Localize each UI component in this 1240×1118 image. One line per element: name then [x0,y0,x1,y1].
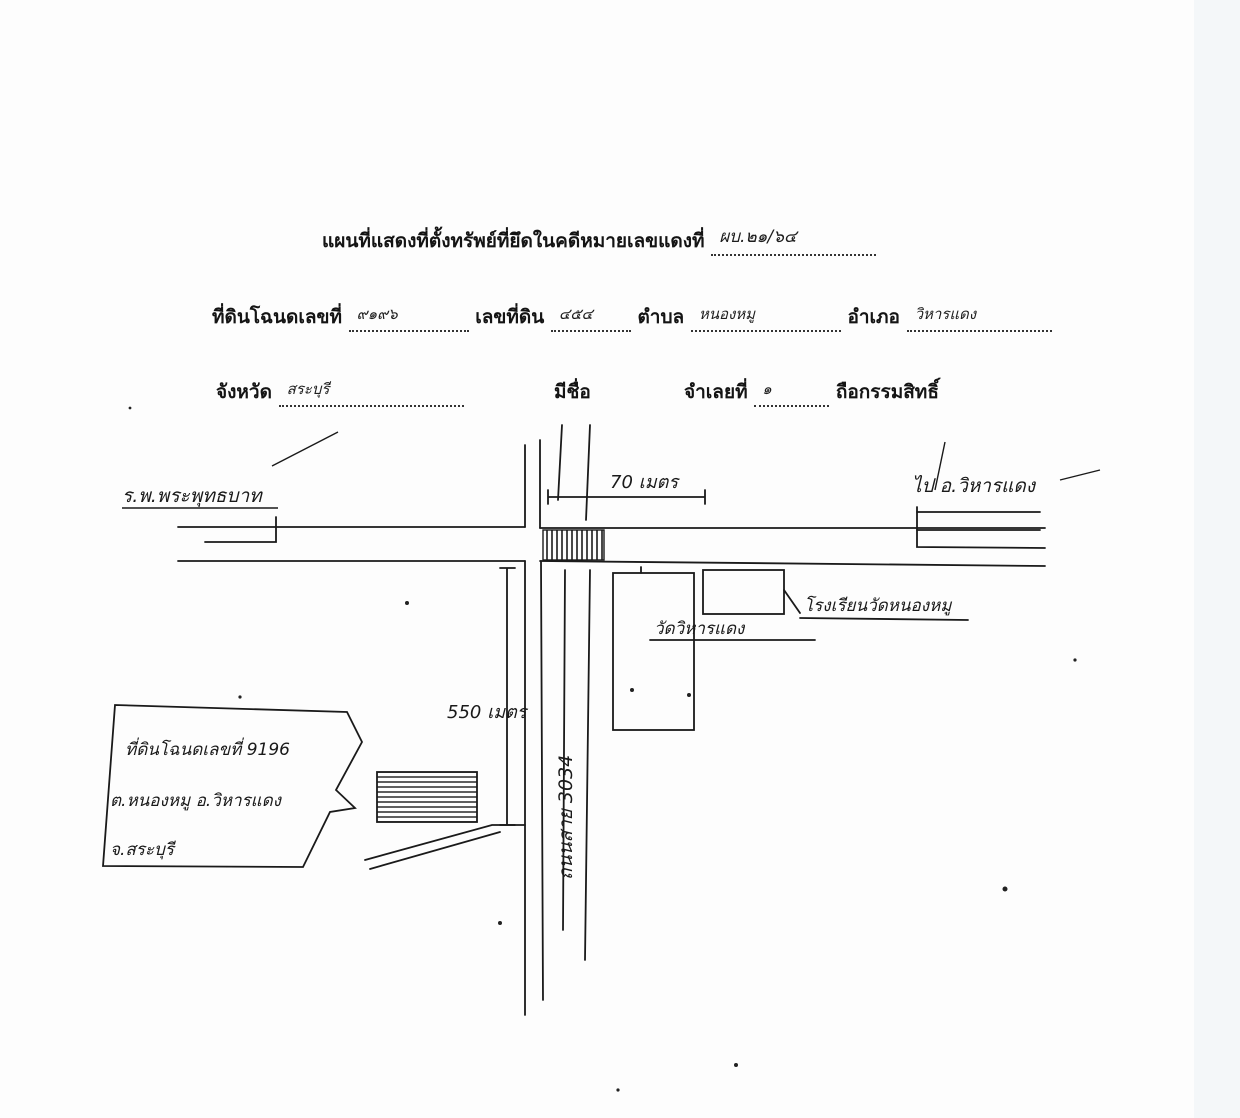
case-number-field: ผบ.๒๑/๖๔ [711,227,877,256]
owner-no-field: ๑ [754,380,830,407]
distance-line-top [547,489,706,505]
right-direction-label: ไป อ.วิหารแดง [912,474,1037,497]
title-text: แผนที่แสดงที่ตั้งทรัพย์ที่ยึดในคดีหมายเล… [322,230,705,252]
parcel-note-line2: ต.หนองหมู อ.วิหารแดง [110,791,283,811]
province-value: สระบุรี [286,380,330,398]
title-line: แผนที่แสดงที่ตั้งทรัพย์ที่ยึดในคดีหมายเล… [322,226,877,256]
temple-label: วัดวิหารแดง [654,619,746,639]
province-field: สระบุรี [278,380,464,407]
deed-value: ๙๑๙๖ [356,305,398,323]
province-line: จังหวัด สระบุรี [216,377,464,407]
subdistrict-field: หนองหมู [690,305,841,332]
subdistrict-label: ตำบล [637,306,685,328]
district-label: อำเภอ [847,306,900,328]
main-road-bottom-edge [177,560,1046,567]
case-number-value: ผบ.๒๑/๖๔ [719,227,797,247]
side-road-inner-line [557,424,566,931]
deed-line: ที่ดินโฉนดเลขที่ ๙๑๙๖ เลขที่ดิน ๔๕๔ ตำบล… [212,302,1052,332]
deed-field: ๙๑๙๖ [348,305,469,332]
distance-line-side [499,567,516,826]
province-label: จังหวัด [216,381,272,403]
main-road-top-edge [177,526,1046,529]
temple-building [702,569,785,615]
parcel-note-line3: จ.สระบุรี [110,840,177,860]
page-edge [1194,0,1240,1118]
distance-side-label: 550 เมตร [447,702,529,723]
owner-no-label: จำเลยที่ [684,381,748,403]
subdistrict-value: หนองหมู [698,305,756,323]
has-name-label: มีชื่อ [554,381,591,403]
seized-plot [376,771,478,823]
owner-line: จำเลยที่ ๑ ถือกรรมสิทธิ์ [684,377,939,407]
left-direction-label: ร.พ.พระพุทธบาท [122,485,263,507]
district-value: วิหารแดง [914,305,977,323]
land-no-field: ๔๕๔ [550,305,631,332]
road-junction-hatch [542,529,605,561]
distance-top-label: 70 เมตร [610,472,680,493]
owner-no-value: ๑ [762,380,772,398]
road-center-arrow-left [204,516,277,543]
side-road-right-edge [539,439,544,1001]
parcel-note-line1: ที่ดินโฉนดเลขที่ 9196 [125,737,290,760]
land-no-label: เลขที่ดิน [475,306,545,328]
parcel-note-box [102,704,364,868]
ownership-label: ถือกรรมสิทธิ์ [835,381,939,403]
land-no-value: ๔๕๔ [558,305,593,323]
road-name-label: ถนนสาย 3034 [555,755,577,880]
deed-label: ที่ดินโฉนดเลขที่ [212,306,342,328]
district-field: วิหารแดง [906,305,1052,332]
school-building [612,572,695,731]
school-label: โรงเรียนวัดหนองหมู [804,595,952,616]
road-center-arrow-right [916,506,1046,549]
